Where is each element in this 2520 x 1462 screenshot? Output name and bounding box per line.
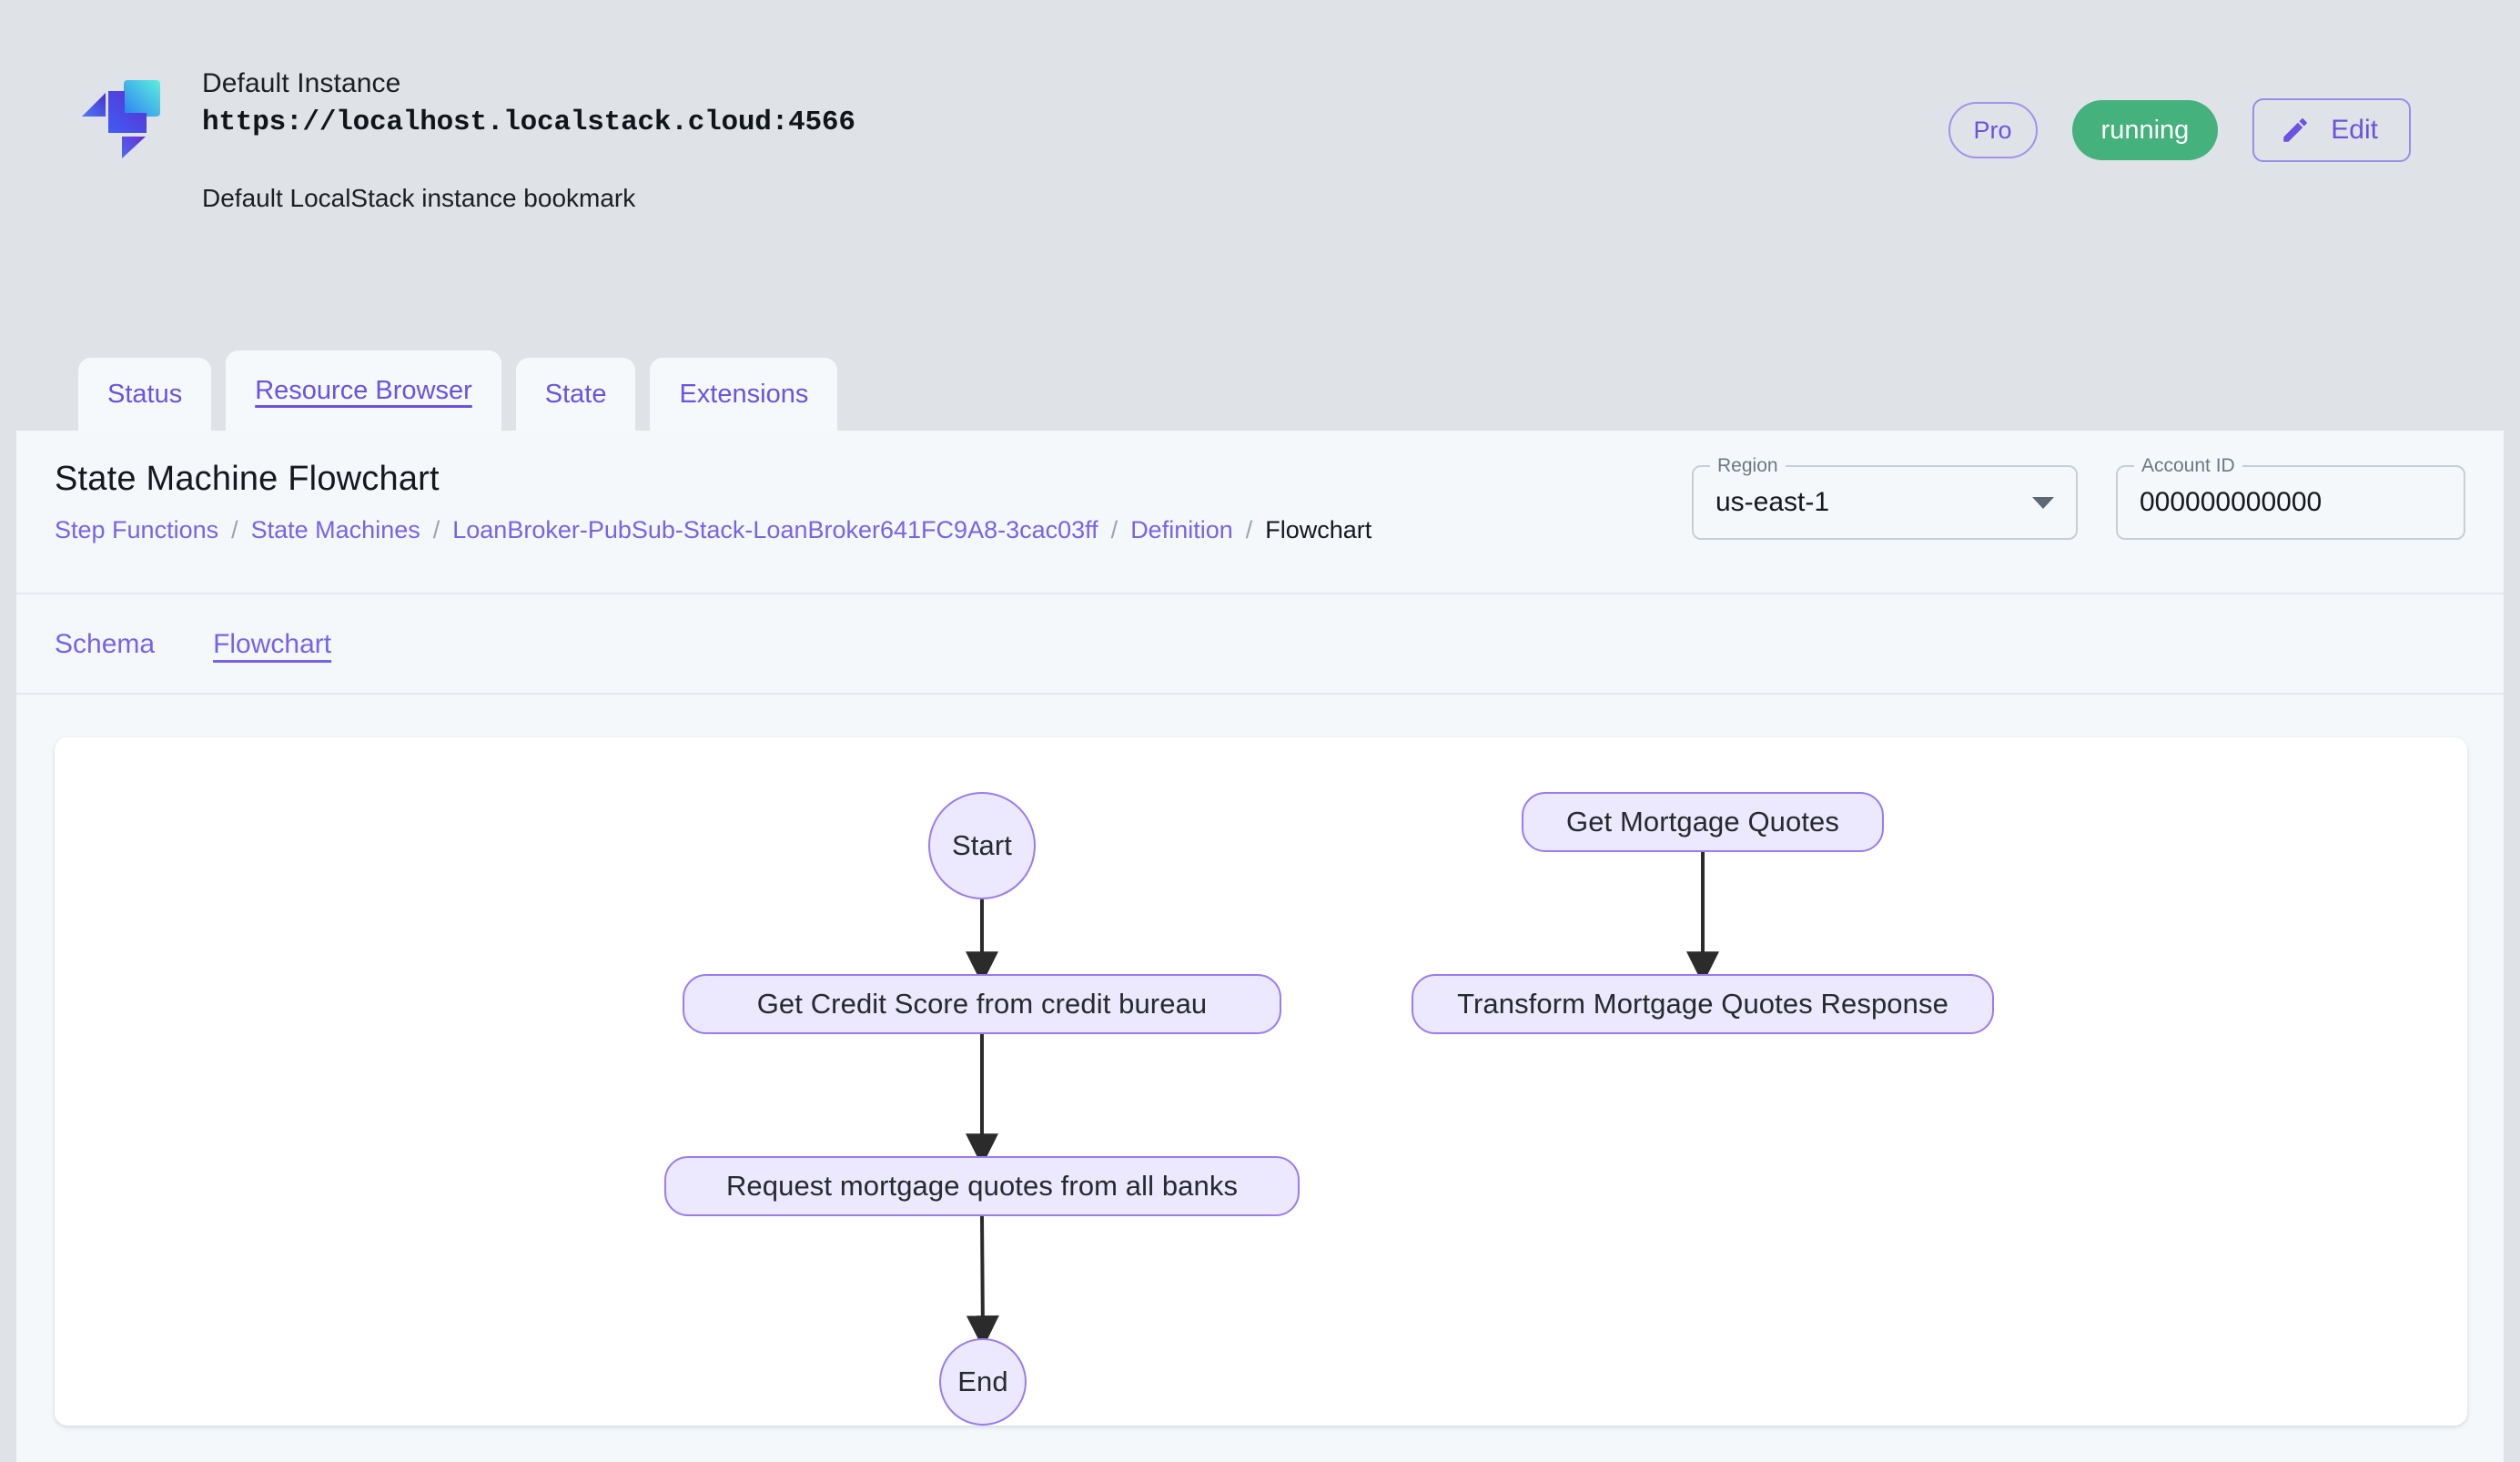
edit-instance-button[interactable]: Edit xyxy=(2252,98,2411,162)
instance-text-block: Default Instance https://localhost.local… xyxy=(202,66,855,215)
flow-node-getquotes[interactable]: Get Mortgage Quotes xyxy=(1522,792,1884,852)
breadcrumb-separator: / xyxy=(231,516,238,543)
pencil-icon xyxy=(2283,118,2308,142)
account-id-value: 000000000000 xyxy=(2140,487,2323,517)
main-tabstrip: Status Resource Browser State Extensions xyxy=(16,350,2504,431)
definition-subtabs: Schema Flowchart xyxy=(16,596,2504,695)
chevron-down-icon xyxy=(2032,496,2054,509)
tab-state[interactable]: State xyxy=(515,358,636,431)
flow-node-request[interactable]: Request mortgage quotes from all banks xyxy=(664,1156,1300,1216)
instance-summary: Default Instance https://localhost.local… xyxy=(78,66,855,215)
region-label: Region xyxy=(1710,454,1786,478)
breadcrumb-item-flowchart: Flowchart xyxy=(1265,516,1372,543)
status-badge: running xyxy=(2071,100,2219,160)
page-title: State Machine Flowchart xyxy=(55,460,440,498)
flow-node-end[interactable]: End xyxy=(939,1338,1027,1426)
flowchart-edges xyxy=(966,852,1719,1349)
edit-button-label: Edit xyxy=(2331,115,2378,145)
region-select[interactable]: Region us-east-1 xyxy=(1692,454,2078,540)
subtab-schema[interactable]: Schema xyxy=(55,629,156,659)
tab-status[interactable]: Status xyxy=(78,358,212,431)
tab-resource-browser[interactable]: Resource Browser xyxy=(226,350,501,431)
pro-badge[interactable]: Pro xyxy=(1948,102,2038,158)
instance-header-actions: Pro running Edit xyxy=(1948,98,2411,162)
tab-extensions[interactable]: Extensions xyxy=(650,358,838,431)
page-gutter-right xyxy=(2504,0,2520,1462)
flow-edge-request-to-end xyxy=(966,1215,999,1349)
flow-node-credit[interactable]: Get Credit Score from credit bureau xyxy=(683,974,1281,1034)
localstack-logo-icon xyxy=(82,80,160,158)
account-id-field[interactable]: Account ID 000000000000 xyxy=(2116,454,2465,540)
breadcrumb: Step Functions / State Machines / LoanBr… xyxy=(55,516,1371,544)
breadcrumb-separator: / xyxy=(432,516,440,543)
scope-fields: Region us-east-1 Account ID 000000000000 xyxy=(1692,454,2465,540)
region-value: us-east-1 xyxy=(1715,487,1830,517)
breadcrumb-item-definition[interactable]: Definition xyxy=(1130,516,1233,543)
breadcrumb-item-step-functions[interactable]: Step Functions xyxy=(55,516,219,543)
page-header: State Machine Flowchart Step Functions /… xyxy=(16,431,2504,594)
subtab-flowchart[interactable]: Flowchart xyxy=(213,629,332,659)
breadcrumb-separator: / xyxy=(1245,516,1253,543)
instance-name: Default Instance xyxy=(202,68,401,98)
account-id-label: Account ID xyxy=(2134,454,2242,478)
flow-node-start[interactable]: Start xyxy=(928,792,1036,899)
instance-description: Default LocalStack instance bookmark xyxy=(202,184,636,212)
instance-url: https://localhost.localstack.cloud:4566 xyxy=(202,107,855,138)
page-gutter-left xyxy=(0,0,16,1462)
breadcrumb-separator: / xyxy=(1110,516,1118,543)
breadcrumb-item-state-machine-name[interactable]: LoanBroker-PubSub-Stack-LoanBroker641FC9… xyxy=(452,516,1098,543)
breadcrumb-item-state-machines[interactable]: State Machines xyxy=(250,516,420,543)
flow-node-transform[interactable]: Transform Mortgage Quotes Response xyxy=(1412,974,1994,1034)
